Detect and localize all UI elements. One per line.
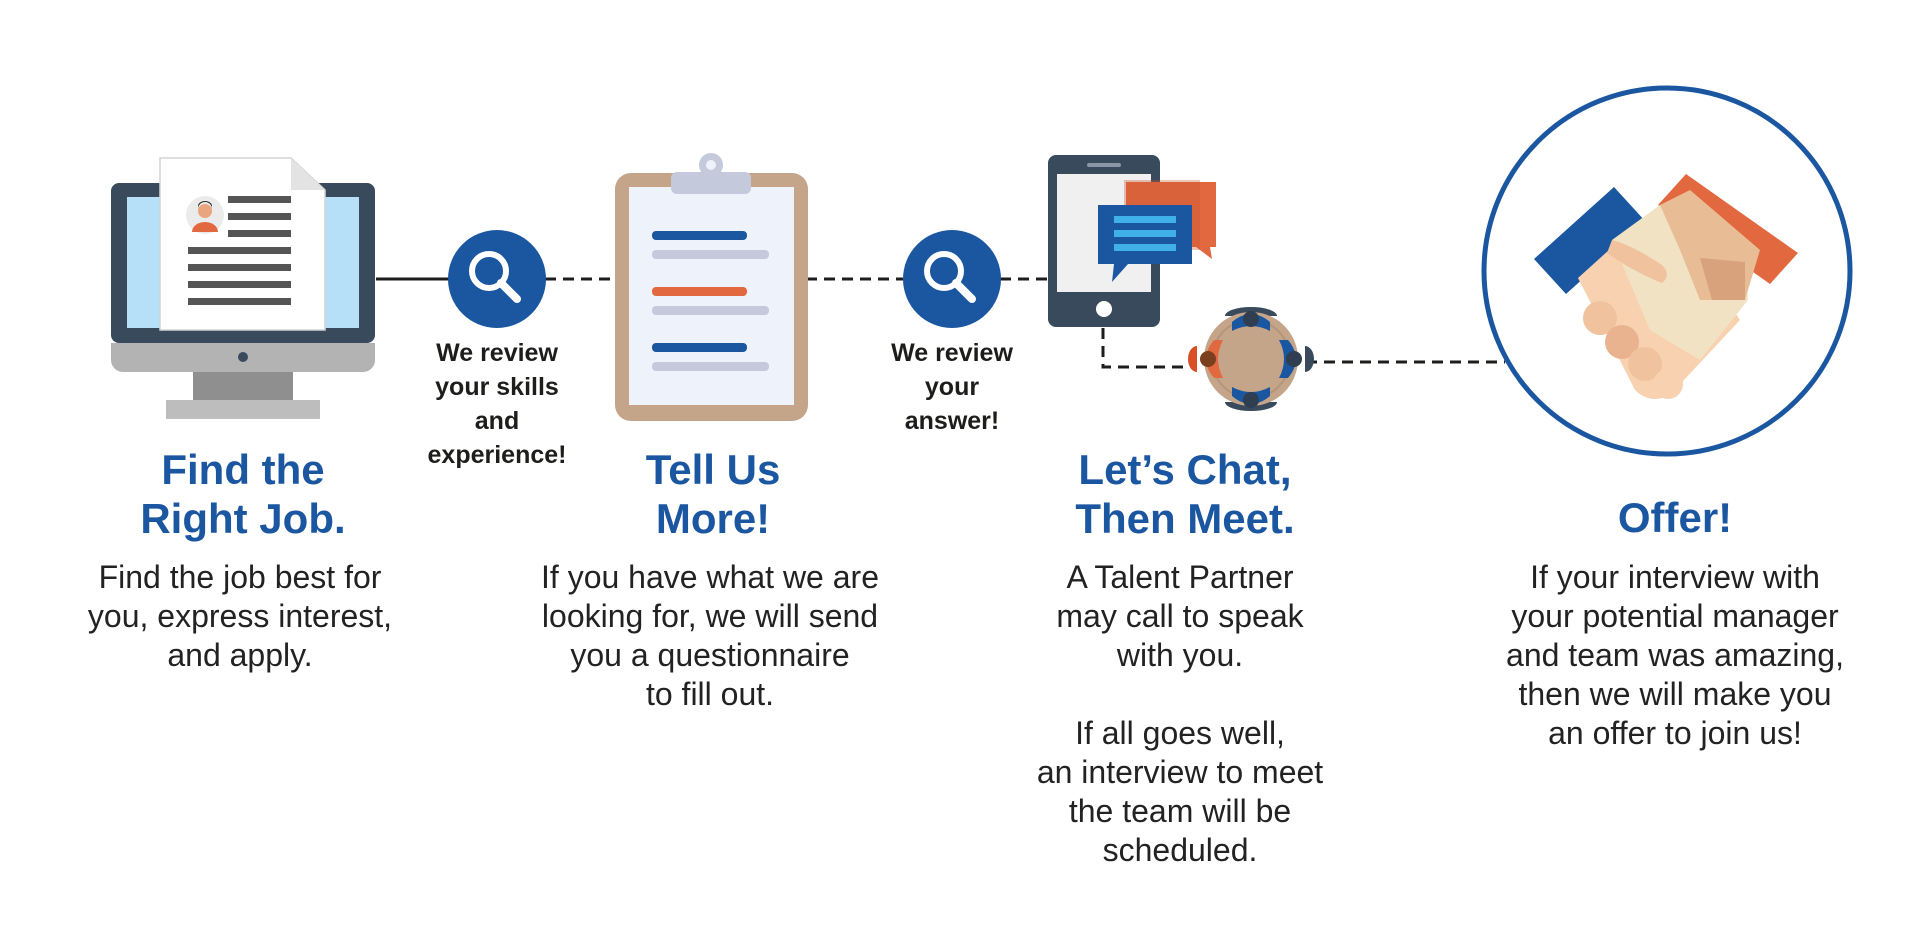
step-title-offer: Offer! <box>1617 494 1733 541</box>
meeting-table-icon <box>1188 307 1314 411</box>
connector-label-review-skills: We review your skills and experience! <box>427 339 567 469</box>
step-title-find-job: Find the Right Job. <box>140 446 346 542</box>
chat-bubble-icon <box>1098 180 1216 282</box>
handshake-icon <box>1481 85 1853 457</box>
step-description-find-job: Find the job best for you, express inter… <box>87 559 393 673</box>
connector-lines <box>376 277 1505 369</box>
step-description-tell-us-more: If you have what we are looking for, we … <box>541 559 879 712</box>
phone-chat-meeting-icon <box>1048 155 1314 411</box>
step-description-lets-chat: A Talent Partner may call to speak with … <box>1036 559 1324 868</box>
connector-label-review-answer: We review your answer! <box>891 339 1013 435</box>
clipboard-icon <box>615 153 808 421</box>
avatar-icon <box>186 196 224 234</box>
step-title-lets-chat: Let’s Chat, Then Meet. <box>1075 446 1295 542</box>
step-title-tell-us-more: Tell Us More! <box>645 446 781 542</box>
computer-resume-icon <box>111 157 375 419</box>
step-description-offer: If your interview with your potential ma… <box>1506 559 1844 751</box>
magnifier-icon <box>903 230 1001 328</box>
magnifier-icon <box>448 230 546 328</box>
